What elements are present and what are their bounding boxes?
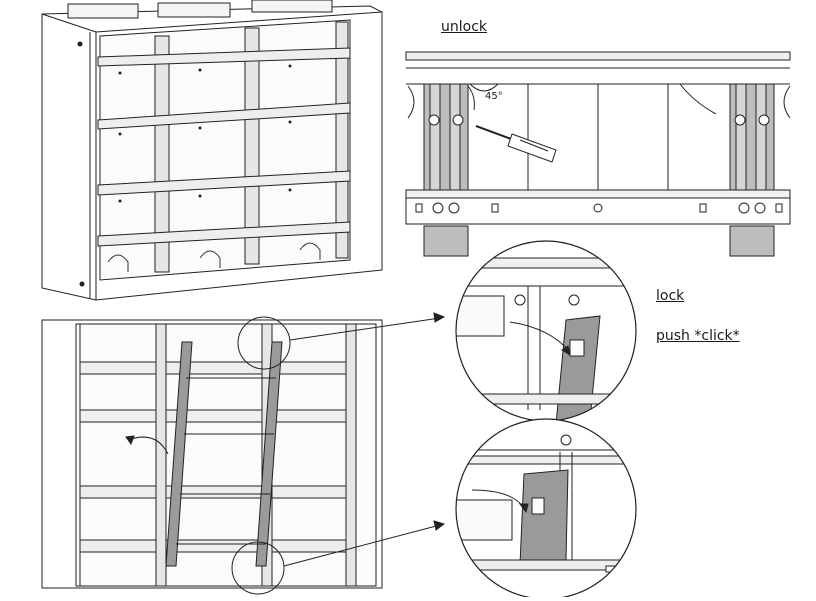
unlock-detail-view <box>405 51 791 257</box>
cabinet-perspective-view <box>41 0 383 301</box>
left-lock-assembly <box>423 83 469 257</box>
right-lock-assembly <box>729 83 775 257</box>
push-detail-circle <box>455 418 637 600</box>
mounting-plate <box>165 341 283 567</box>
cabinet-front-view <box>41 312 446 595</box>
screwdriver-icon <box>475 125 557 163</box>
lock-detail-circle <box>455 240 637 422</box>
lock-label: lock <box>656 288 685 304</box>
unlock-label: unlock <box>441 19 488 35</box>
angle-label: 45° <box>485 91 503 102</box>
push-click-label: push *click* <box>656 328 740 344</box>
